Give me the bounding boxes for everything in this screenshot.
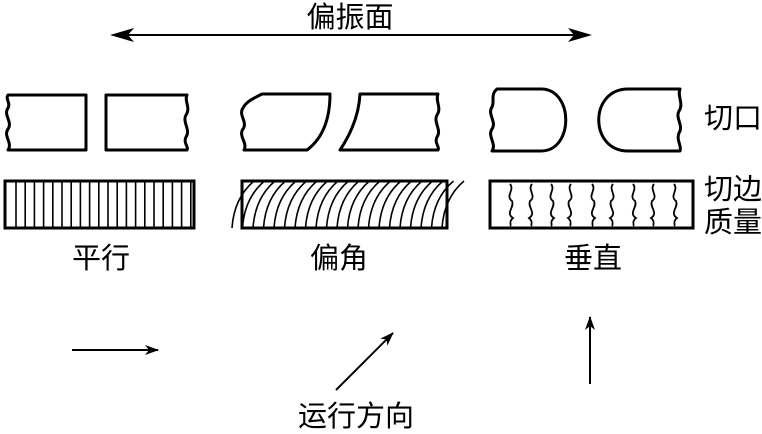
edge-quality-angled-panel (231, 179, 465, 230)
striation-curve (262, 180, 287, 229)
striation-wave (649, 183, 656, 227)
striation-curve (241, 180, 266, 229)
direction-arrow-angled (335, 332, 394, 391)
striation-curve (283, 180, 308, 229)
kerf-parallel-left-piece (5, 93, 88, 152)
kerf-angled-right-piece (338, 92, 441, 152)
column-label-perpendicular: 垂直 (563, 241, 623, 275)
column-label-parallel: 平行 (71, 241, 131, 275)
kerf-perpendicular-left-piece (489, 87, 568, 153)
motion-direction-label: 运行方向 (297, 399, 415, 433)
striation-curve (346, 180, 371, 229)
edge-quality-perpendicular-panel (488, 179, 695, 230)
edge-quality-parallel-panel (3, 179, 196, 230)
striation-curve (388, 180, 413, 229)
striation-wave (608, 183, 615, 227)
column-label-angled: 偏角 (309, 241, 369, 275)
striation-wave (549, 183, 556, 227)
striation-curve (231, 180, 255, 229)
polarization-plane-label: 偏振面 (306, 0, 394, 34)
striation-wave (672, 183, 679, 227)
striation-curve (409, 180, 434, 229)
striation-curve (367, 180, 392, 229)
striation-wave (566, 183, 573, 227)
striation-wave (631, 183, 638, 227)
striation-curve (273, 180, 297, 229)
striation-curve (441, 180, 465, 229)
striation-curve (399, 180, 423, 229)
striation-curve (378, 180, 402, 229)
striation-curve (336, 180, 360, 229)
striation-wave (590, 183, 597, 227)
kerf-angled-left-piece (240, 92, 332, 152)
striation-curve (252, 180, 276, 229)
striation-curve (304, 180, 329, 229)
striation-curve (294, 180, 318, 229)
striation-wave (508, 183, 515, 227)
edge-quality-label-line2: 质量 (704, 205, 762, 239)
striation-curve (315, 180, 339, 229)
striation-curve (430, 180, 455, 229)
kerf-parallel-right-piece (104, 93, 190, 152)
striation-wave (527, 183, 534, 227)
edge-quality-label-line1: 切边 (704, 172, 762, 206)
kerf-label: 切口 (704, 101, 762, 135)
polarization-double-arrow (110, 28, 592, 42)
striation-curve (325, 180, 350, 229)
kerf-perpendicular-right-piece (597, 87, 683, 153)
striation-curve (357, 180, 381, 229)
striation-curve (420, 180, 444, 229)
